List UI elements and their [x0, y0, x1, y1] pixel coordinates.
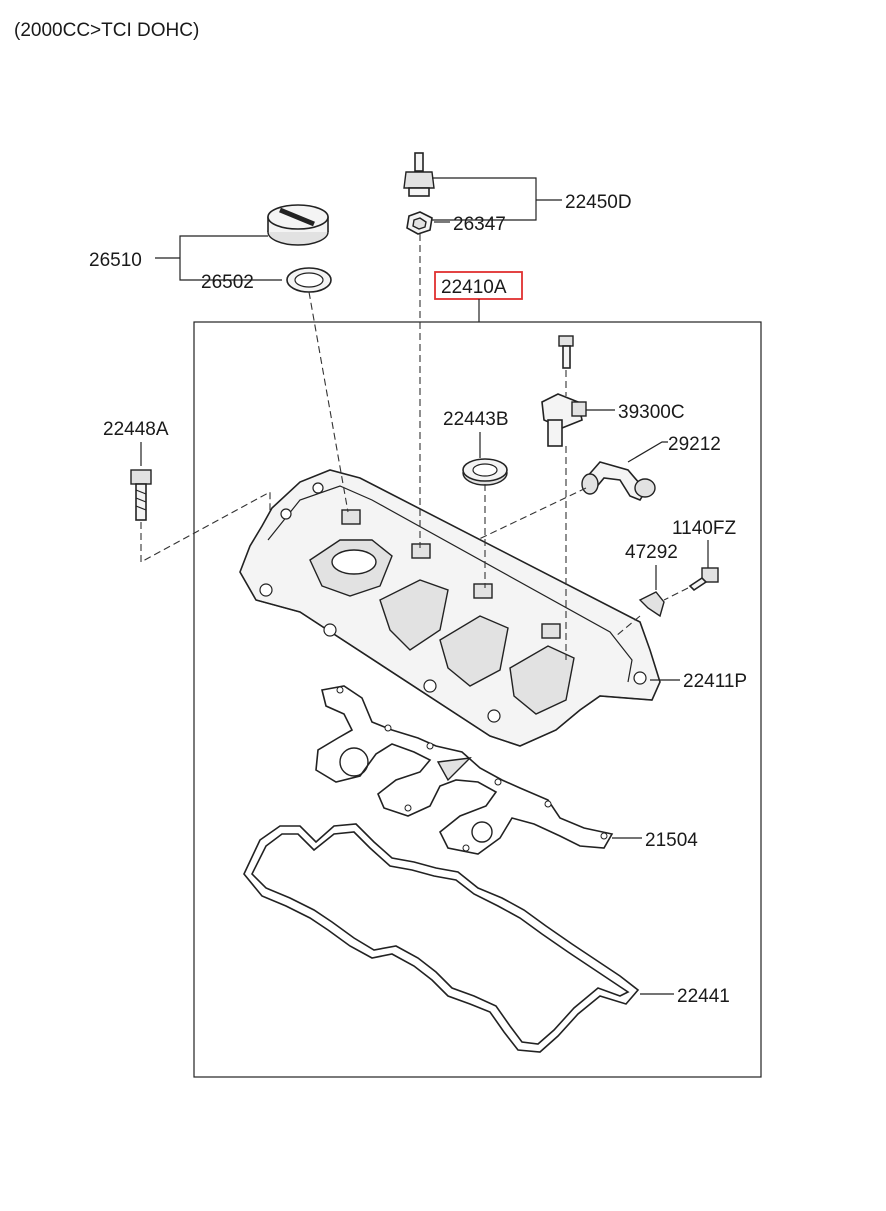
label-26502[interactable]: 26502 — [201, 272, 254, 293]
seal-22443b[interactable] — [462, 458, 508, 486]
gasket-21504[interactable] — [315, 685, 614, 855]
gasket-22441[interactable] — [243, 823, 640, 1053]
label-22410a[interactable]: 22410A — [441, 277, 507, 298]
bolt-39300c[interactable] — [558, 335, 574, 369]
label-26510[interactable]: 26510 — [89, 250, 142, 271]
leader-22450d-bracket — [432, 177, 537, 221]
gasket-26502[interactable] — [286, 267, 332, 293]
diagram-title: (2000CC>TCI DOHC) — [14, 20, 199, 41]
bolt-22448a[interactable] — [130, 469, 152, 521]
cam-sensor-39300c[interactable] — [541, 393, 587, 447]
label-22448a[interactable]: 22448A — [103, 419, 169, 440]
label-22411p[interactable]: 22411P — [683, 671, 747, 692]
sensor-22450d[interactable] — [403, 152, 435, 197]
label-39300c[interactable]: 39300C — [618, 402, 685, 423]
oil-cap-26510[interactable] — [267, 204, 329, 246]
pcv-hose-29212[interactable] — [581, 461, 656, 501]
label-22441[interactable]: 22441 — [677, 986, 730, 1007]
bolt-1140fz[interactable] — [688, 567, 719, 592]
label-29212[interactable]: 29212 — [668, 434, 721, 455]
seal-26347[interactable] — [406, 211, 433, 235]
label-22450d[interactable]: 22450D — [565, 192, 632, 213]
label-22443b[interactable]: 22443B — [443, 409, 509, 430]
assembly-frame — [193, 321, 762, 1078]
rocker-cover-22410a[interactable] — [239, 469, 661, 747]
clip-47292[interactable] — [638, 591, 665, 618]
label-21504[interactable]: 21504 — [645, 830, 698, 851]
label-1140fz[interactable]: 1140FZ — [672, 518, 736, 539]
dash-26502 — [308, 291, 349, 513]
label-26347[interactable]: 26347 — [453, 214, 506, 235]
label-47292[interactable]: 47292 — [625, 542, 678, 563]
